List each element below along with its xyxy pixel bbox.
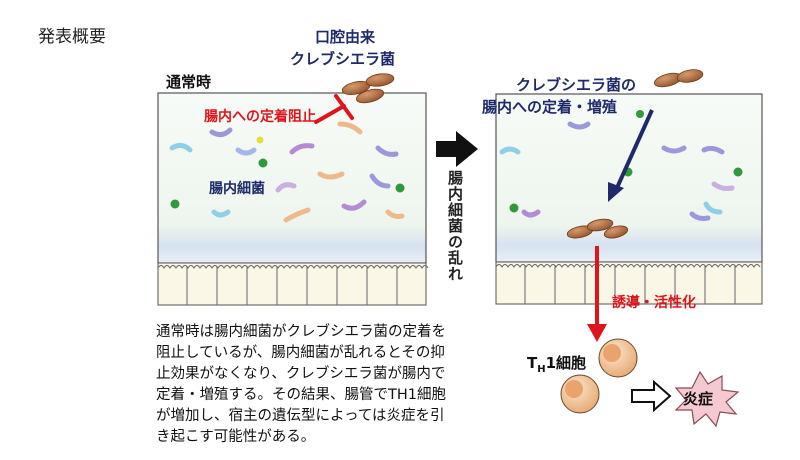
th1-label-main: T: [527, 354, 538, 372]
description-line: 定着・増殖する。その結果、腸管でTH1細胞: [156, 387, 446, 403]
inflammation-burst: [674, 370, 740, 428]
description-line: 阻止しているが、腸内細菌が乱れるとその抑: [156, 345, 445, 361]
inhibition-arrow: [314, 94, 354, 124]
normal-state-label: 通常時: [166, 73, 212, 91]
outcome-arrow: [631, 379, 672, 413]
oral-klebsiella-label-2: クレブシエラ菌: [290, 50, 396, 68]
klebsiella-cluster-left: [341, 73, 395, 104]
gut-bacteria-label: 腸内細菌: [209, 181, 265, 197]
description-text: 通常時は腸内細菌がクレブシエラ菌の定着を 阻止しているが、腸内細菌が乱れるとその…: [156, 322, 506, 448]
oral-klebsiella-label-1: 口腔由来: [315, 28, 376, 46]
inflammation-label: 炎症: [683, 390, 714, 408]
klebsiella-colonize-label-2: 腸内への定着・増殖: [482, 98, 618, 116]
klebsiella-cluster-gut: [566, 218, 629, 239]
th1-label-sub: H: [537, 364, 546, 375]
induction-label: 誘導・活性化: [612, 295, 696, 311]
gut-bacteria-right: [499, 110, 743, 221]
epithelium-right: [495, 261, 763, 305]
th1-label-rest: 1細胞: [545, 354, 587, 372]
description-line: き起こす可能性がある。: [156, 429, 316, 445]
colonization-arrow: [608, 109, 654, 202]
klebsiella-cluster-top-right: [653, 69, 704, 88]
th1-cells: [560, 338, 638, 414]
block-colonization-label: 腸内への定着阻止: [204, 109, 316, 125]
klebsiella-colonize-label-1: クレブシエラ菌の: [516, 76, 637, 94]
dysbiosis-gut-panel: [495, 93, 763, 305]
epithelium-left: [157, 262, 429, 306]
gut-bacteria-left: [169, 121, 405, 223]
induction-arrow: [587, 246, 607, 342]
description-line: 止効果がなくなり、クレブシエラ菌が腸内で: [156, 366, 446, 382]
page-header: 発表概要: [38, 27, 106, 47]
th1-cell-label: TH1細胞: [527, 352, 586, 375]
normal-gut-panel: [157, 92, 429, 306]
description-line: が増加し、宿主の遺伝型によっては炎症を引: [156, 408, 445, 424]
description-line: 通常時は腸内細菌がクレブシエラ菌の定着を: [156, 324, 446, 340]
transition-arrow: [436, 131, 478, 167]
dysbiosis-label: 腸内細菌の乱れ: [446, 170, 464, 282]
